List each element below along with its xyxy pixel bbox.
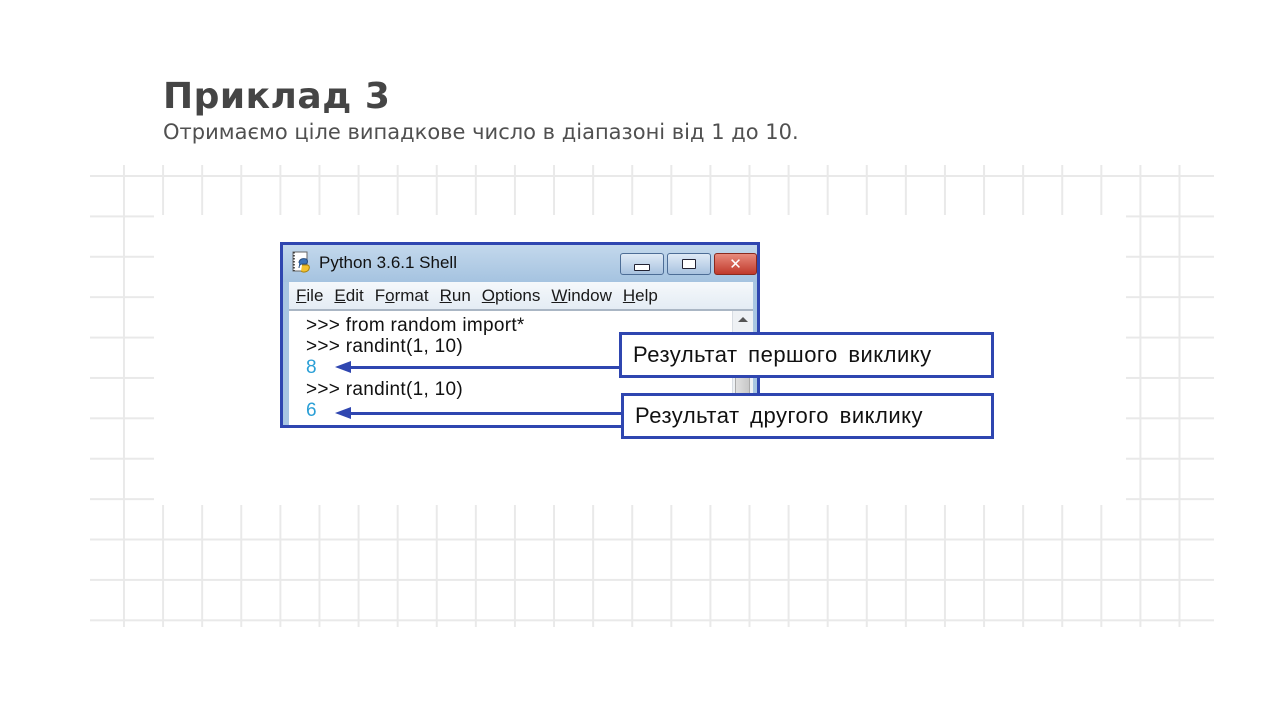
callout-label: Результат другого виклику: [635, 403, 924, 428]
minimize-icon: [634, 263, 650, 271]
arrow-left-icon: [335, 361, 351, 373]
slide-title: Приклад 3: [163, 76, 391, 117]
menu-help[interactable]: Help: [622, 285, 658, 305]
menu-run[interactable]: Run: [439, 285, 471, 305]
callout-label: Результат першого виклику: [633, 342, 932, 367]
close-icon: ✕: [729, 254, 742, 273]
menu-window[interactable]: Window: [551, 285, 612, 305]
arrow-left-icon: [335, 407, 351, 419]
menu-edit[interactable]: Edit: [334, 285, 364, 305]
python-idle-icon: [292, 251, 310, 273]
maximize-icon: [682, 259, 696, 269]
slide-subtitle: Отримаємо ціле випадкове число в діапазо…: [163, 120, 799, 144]
callout-arrow-line: [350, 412, 622, 415]
window-titlebar[interactable]: Python 3.6.1 Shell ✕: [283, 245, 757, 282]
code-line-input: >>> randint(1, 10): [306, 379, 463, 400]
maximize-button[interactable]: [667, 253, 711, 275]
callout-first-call-result: Результат першого виклику: [619, 332, 994, 378]
menu-bar: File Edit Format Run Options Window Help: [289, 282, 753, 309]
menu-file[interactable]: File: [296, 285, 324, 305]
code-line-output: 8: [306, 357, 317, 378]
code-line-output: 6: [306, 400, 317, 421]
window-title: Python 3.6.1 Shell: [319, 253, 457, 272]
menu-format[interactable]: Format: [374, 285, 429, 305]
menu-options[interactable]: Options: [481, 285, 541, 305]
callout-arrow-line: [350, 366, 620, 369]
code-line-input: >>> randint(1, 10): [306, 336, 463, 357]
callout-second-call-result: Результат другого виклику: [621, 393, 994, 439]
scroll-up-arrow-icon[interactable]: [738, 317, 748, 322]
close-button[interactable]: ✕: [714, 253, 757, 275]
code-line-input: >>> from random import*: [306, 315, 525, 336]
minimize-button[interactable]: [620, 253, 664, 275]
